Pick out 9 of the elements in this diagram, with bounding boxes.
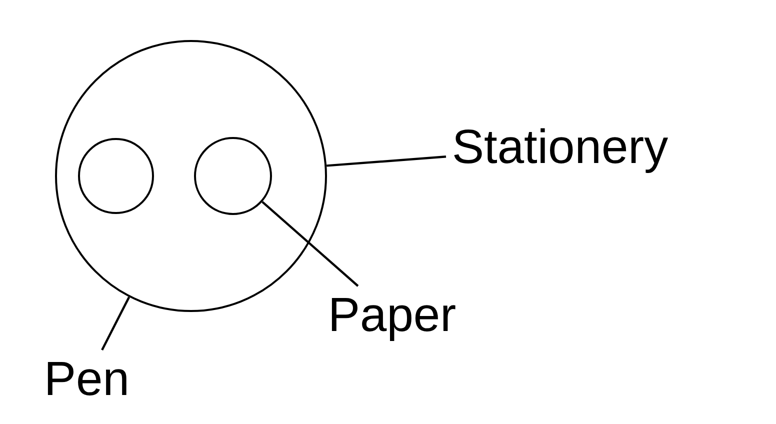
callout-label: Stationery bbox=[452, 120, 668, 176]
callout-label: Pen bbox=[44, 352, 130, 408]
circle bbox=[194, 137, 272, 215]
circle bbox=[55, 40, 327, 312]
leader-line bbox=[326, 156, 446, 167]
leader-line bbox=[262, 200, 359, 287]
circle bbox=[78, 138, 154, 214]
leader-line bbox=[101, 296, 130, 350]
callout-label: Paper bbox=[328, 288, 456, 344]
